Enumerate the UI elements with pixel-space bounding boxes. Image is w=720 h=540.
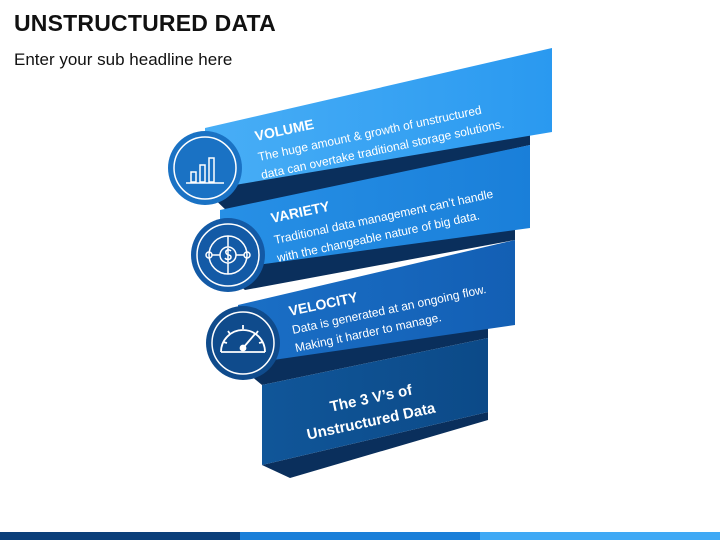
variety-icon-badge: [191, 218, 265, 292]
fold-shadow-2: [220, 228, 515, 290]
bar-chart-icon: [186, 157, 224, 184]
page-title: UNSTRUCTURED DATA: [14, 10, 276, 36]
velocity-icon-badge: [206, 306, 280, 380]
volume-icon-badge: [168, 131, 242, 205]
fold-shadow-3: [238, 325, 488, 385]
band-variety: [220, 145, 530, 270]
band-volume: [205, 48, 552, 190]
speedometer-icon: [220, 325, 266, 353]
page-subtitle: Enter your sub headline here: [14, 50, 233, 69]
band-velocity: [238, 240, 515, 365]
dollar-circuit-icon: [205, 235, 251, 275]
bottom-accent-bar: [0, 532, 720, 540]
base-block: [262, 338, 488, 465]
fold-shadow-4: [262, 412, 488, 478]
fold-shadow-1: [205, 132, 530, 212]
